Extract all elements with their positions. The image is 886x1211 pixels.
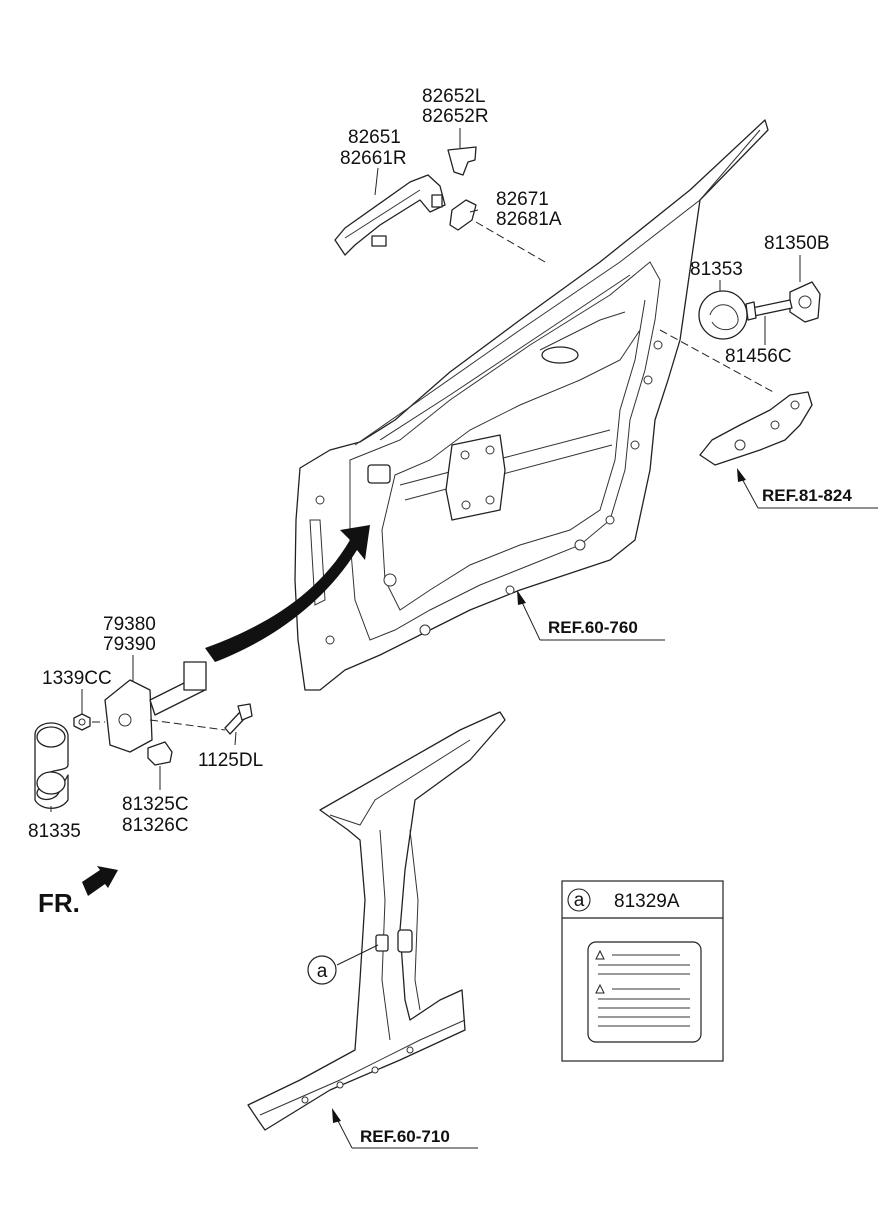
outside-handle — [334, 174, 446, 256]
label-79390: 79390 — [103, 634, 156, 655]
label-82681A: 82681A — [496, 209, 562, 230]
door-bumper — [34, 722, 69, 809]
label-81456C: 81456C — [725, 346, 792, 367]
warning-triangle-icon — [595, 949, 605, 960]
ref-81-824: REF.81-824 — [762, 486, 852, 505]
attachment-arrow — [205, 525, 370, 662]
stopper-rubber — [147, 741, 173, 766]
label-82661R: 82661R — [340, 148, 407, 169]
label-81325C: 81325C — [122, 794, 189, 815]
label-82671: 82671 — [496, 189, 549, 210]
label-81335: 81335 — [28, 821, 81, 842]
label-82652L: 82652L — [422, 86, 485, 107]
key-cylinder-cover — [449, 199, 477, 231]
label-1339CC: 1339CC — [42, 668, 112, 689]
label-81350B: 81350B — [764, 233, 830, 254]
front-direction-arrow — [82, 866, 118, 896]
label-81353: 81353 — [690, 259, 743, 280]
checker-nut — [73, 713, 91, 731]
b-pillar-and-side-sill — [247, 711, 506, 1131]
label-82651: 82651 — [348, 127, 401, 148]
door-latch — [699, 391, 813, 466]
legend-part-number: 81329A — [614, 891, 680, 912]
door-checker — [104, 661, 207, 753]
checker-bolt — [224, 703, 253, 735]
front-label: FR. — [38, 888, 80, 918]
front-door-panel — [294, 119, 769, 691]
callout-a: a — [307, 955, 337, 985]
label-81326C: 81326C — [122, 815, 189, 836]
ref-60-710: REF.60-710 — [360, 1127, 450, 1146]
label-legend-box: a 81329A — [561, 880, 724, 1062]
warning-triangle-icon — [595, 983, 605, 994]
callout-a-letter: a — [317, 961, 328, 982]
striker-cap — [698, 290, 748, 340]
legend-letter: a — [574, 890, 585, 911]
label-82652R: 82652R — [422, 106, 489, 127]
caution-label-illustration — [587, 941, 702, 1043]
part-labels: 82652L 82652R 82651 82661R 82671 82681A … — [28, 86, 852, 1146]
striker-plate — [789, 281, 821, 323]
leader-lines — [50, 128, 878, 1149]
handle-cover-part — [447, 146, 477, 176]
label-1125DL: 1125DL — [198, 750, 263, 771]
striker-bolt — [745, 299, 793, 321]
ref-60-760: REF.60-760 — [548, 618, 638, 637]
label-79380: 79380 — [103, 614, 156, 635]
